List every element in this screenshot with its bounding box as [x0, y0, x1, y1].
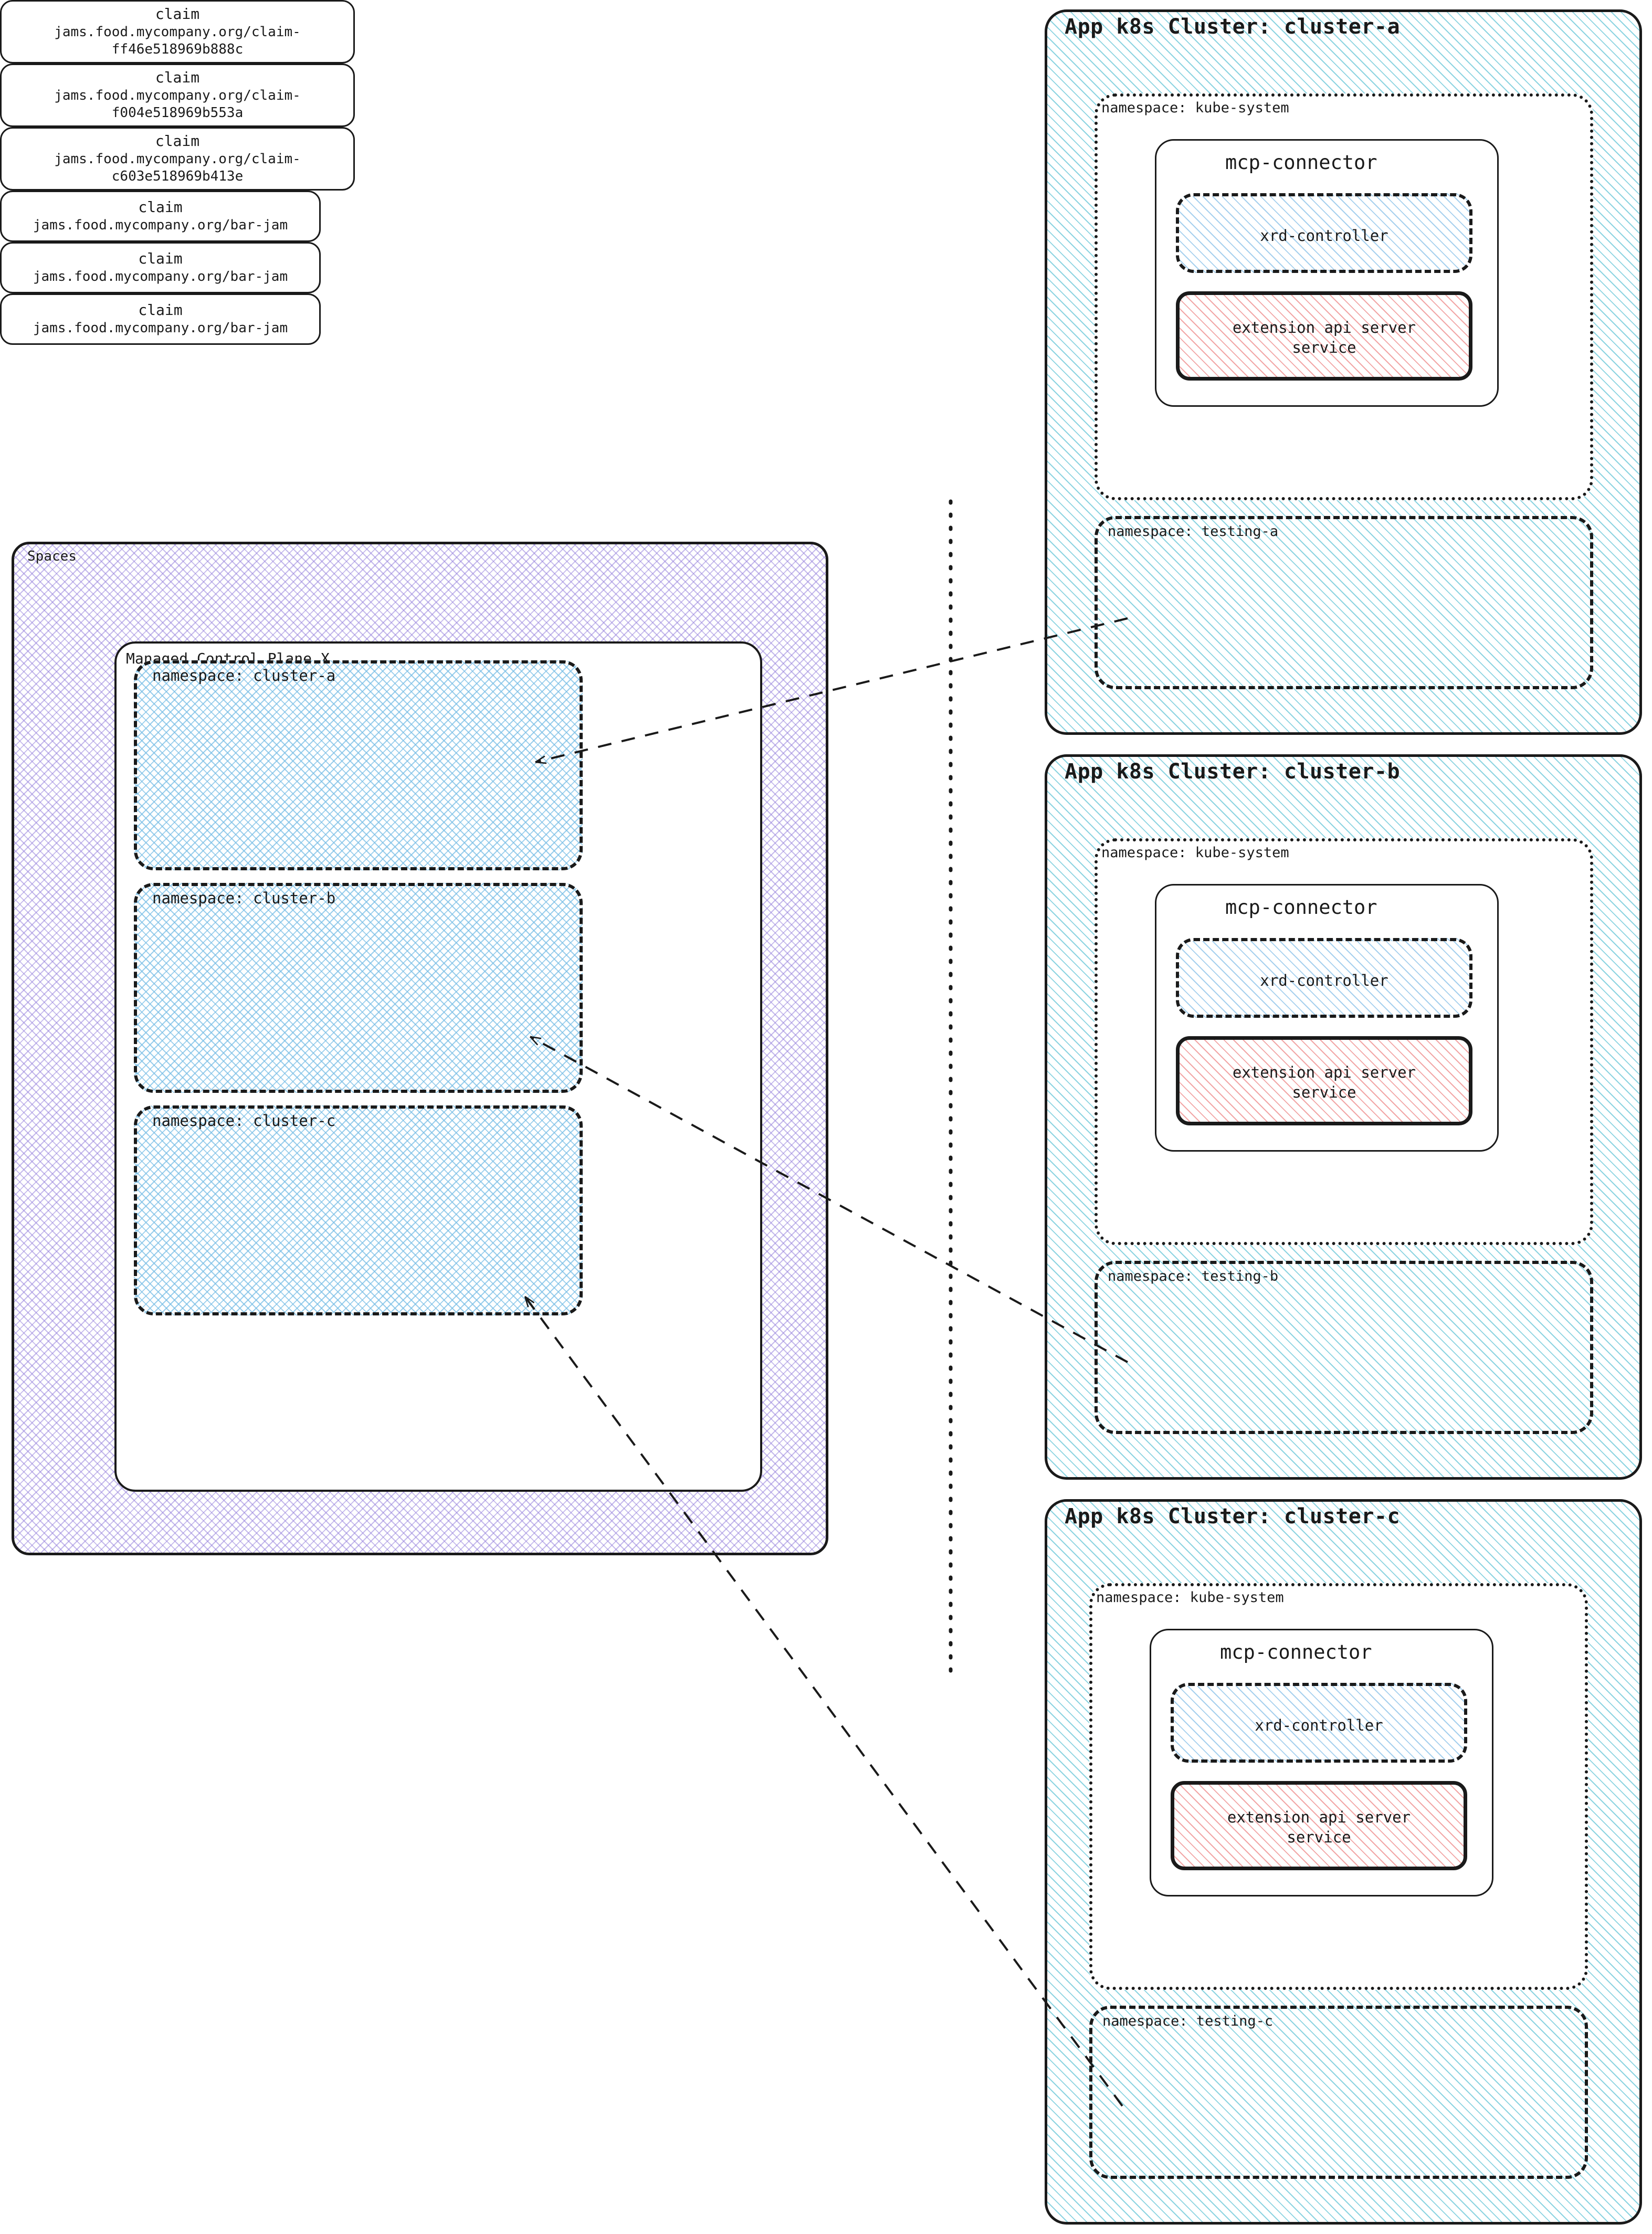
cluster-c-ext-api-line1: extension api server [1227, 1808, 1411, 1826]
claim-kind: claim [155, 132, 200, 150]
cluster-c-testing-label: namespace: testing-c [1102, 2013, 1274, 2029]
cluster-c-extension-api-server: extension api server service [1171, 1781, 1467, 1870]
cluster-a-mcp-connector-title: mcp-connector [1225, 151, 1377, 174]
cluster-a-kube-system-label: namespace: kube-system [1101, 100, 1289, 116]
cluster-a-xrd-controller-label: xrd-controller [1260, 227, 1388, 245]
cluster-b-extension-api-server: extension api server service [1176, 1036, 1472, 1125]
cluster-c-claim[interactable]: claim jams.food.mycompany.org/bar-jam [0, 293, 321, 345]
cluster-b-ext-api-line1: extension api server [1232, 1063, 1416, 1081]
claim-kind: claim [138, 250, 183, 268]
cluster-c-ext-api-line2: service [1287, 1828, 1351, 1846]
spaces-title: Spaces [27, 549, 77, 564]
cluster-b-xrd-controller-label: xrd-controller [1260, 972, 1388, 989]
mcp-namespace-cluster-c-label: namespace: cluster-c [152, 1112, 336, 1130]
mcp-claim-cluster-a[interactable]: claim jams.food.mycompany.org/claim- ff4… [0, 0, 355, 64]
mcp-namespace-cluster-a-label: namespace: cluster-a [152, 667, 336, 684]
cluster-a-xrd-controller: xrd-controller [1176, 193, 1472, 273]
app-cluster-c-title: App k8s Cluster: cluster-c [1065, 1504, 1401, 1529]
cluster-c-xrd-controller-label: xrd-controller [1255, 1716, 1383, 1734]
mcp-namespace-cluster-c [134, 1105, 583, 1315]
cluster-b-kube-system-label: namespace: kube-system [1101, 845, 1289, 861]
cluster-b-ext-api-line2: service [1292, 1083, 1356, 1101]
cluster-a-testing-label: namespace: testing-a [1108, 523, 1279, 540]
claim-ref: jams.food.mycompany.org/bar-jam [33, 217, 288, 234]
cluster-c-mcp-connector-title: mcp-connector [1220, 1641, 1372, 1663]
claim-kind: claim [138, 301, 183, 319]
claim-ref-line1: jams.food.mycompany.org/claim- [54, 151, 301, 167]
mcp-namespace-cluster-a [134, 660, 583, 870]
claim-ref-line2: f004e518969b553a [111, 105, 244, 121]
claim-kind: claim [155, 5, 200, 23]
cluster-a-extension-api-server: extension api server service [1176, 291, 1472, 381]
cluster-a-namespace-testing [1095, 516, 1593, 689]
claim-ref-line2: ff46e518969b888c [111, 41, 244, 58]
claim-ref: jams.food.mycompany.org/bar-jam [33, 269, 288, 285]
claim-kind: claim [155, 69, 200, 87]
app-cluster-a-title: App k8s Cluster: cluster-a [1065, 15, 1401, 39]
cluster-b-testing-label: namespace: testing-b [1108, 1268, 1279, 1284]
claim-ref-line2: c603e518969b413e [111, 168, 244, 185]
app-cluster-b-title: App k8s Cluster: cluster-b [1065, 760, 1401, 784]
cluster-b-claim[interactable]: claim jams.food.mycompany.org/bar-jam [0, 242, 321, 293]
cluster-c-kube-system-label: namespace: kube-system [1096, 1589, 1284, 1606]
cluster-c-xrd-controller: xrd-controller [1171, 1683, 1467, 1763]
mcp-namespace-cluster-b [134, 883, 583, 1093]
mcp-claim-cluster-b[interactable]: claim jams.food.mycompany.org/claim- f00… [0, 64, 355, 127]
cluster-a-ext-api-line1: extension api server [1232, 319, 1416, 336]
cluster-b-namespace-testing [1095, 1261, 1593, 1434]
claim-ref-line1: jams.food.mycompany.org/claim- [54, 24, 301, 40]
claim-ref-line1: jams.food.mycompany.org/claim- [54, 88, 301, 104]
mcp-claim-cluster-c[interactable]: claim jams.food.mycompany.org/claim- c60… [0, 127, 355, 191]
mcp-namespace-cluster-b-label: namespace: cluster-b [152, 889, 336, 907]
cluster-a-claim[interactable]: claim jams.food.mycompany.org/bar-jam [0, 191, 321, 242]
cluster-b-xrd-controller: xrd-controller [1176, 938, 1472, 1018]
claim-ref: jams.food.mycompany.org/bar-jam [33, 320, 288, 336]
cluster-a-ext-api-line2: service [1292, 339, 1356, 356]
claim-kind: claim [138, 198, 183, 216]
cluster-c-namespace-testing [1089, 2006, 1588, 2179]
cluster-b-mcp-connector-title: mcp-connector [1225, 896, 1377, 919]
